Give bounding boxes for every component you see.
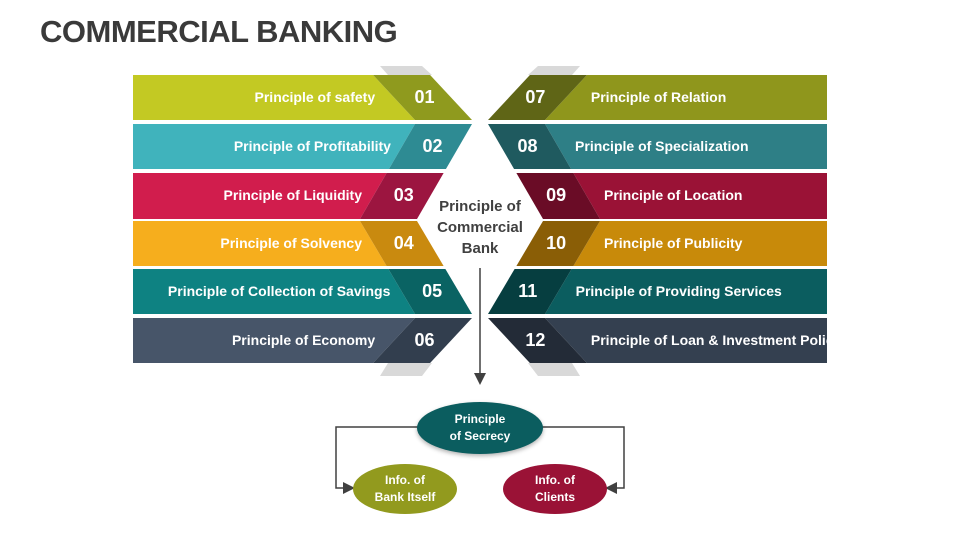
principle-label: Principle of Liquidity <box>223 187 362 203</box>
chevron-shadow-top <box>380 66 432 75</box>
principle-number: 07 <box>525 87 546 107</box>
principle-number: 04 <box>393 233 414 253</box>
principle-label: Principle of Relation <box>590 89 727 105</box>
number-block-left-1 <box>373 75 472 120</box>
chevron-shadow-bottom <box>528 363 580 376</box>
band-left-3 <box>133 173 387 219</box>
principle-number: 09 <box>546 185 567 205</box>
principle-number: 06 <box>414 330 435 350</box>
principle-number: 03 <box>393 185 414 205</box>
band-left-5 <box>133 269 415 314</box>
connector-left <box>335 426 420 494</box>
node-text: Info. of <box>385 473 425 487</box>
principle-label: Principle of Collection of Savings <box>167 283 391 299</box>
band-left-6 <box>133 318 415 363</box>
number-block-right-5 <box>488 269 572 314</box>
band-right-2 <box>545 124 827 169</box>
center-line: Commercial <box>437 219 523 236</box>
secrecy-node: Principle of Secrecy <box>417 402 543 454</box>
node-text: Bank Itself <box>374 490 436 504</box>
number-block-left-4 <box>360 221 444 266</box>
band-left-2 <box>133 124 415 169</box>
band-right-1 <box>545 75 827 120</box>
number-block-right-6 <box>488 318 587 363</box>
connector-right <box>540 426 625 494</box>
center-label: Principle of Commercial Bank <box>425 196 535 259</box>
number-block-right-3 <box>516 173 600 219</box>
principle-label: Principle of Economy <box>231 332 376 348</box>
principle-label: Principle of Solvency <box>220 235 362 251</box>
number-block-left-5 <box>388 269 472 314</box>
principle-number: 12 <box>525 330 546 350</box>
node-text: of Secrecy <box>449 429 511 443</box>
principle-label: Principle of safety <box>254 89 376 105</box>
number-block-left-6 <box>373 318 472 363</box>
number-block-left-2 <box>388 124 472 169</box>
principle-number: 08 <box>517 136 538 156</box>
center-line: Bank <box>461 240 499 257</box>
band-left-4 <box>133 221 387 266</box>
number-block-right-1 <box>488 75 587 120</box>
principle-label: Principle of Location <box>604 187 743 203</box>
clients-node: Info. of Clients <box>503 464 607 514</box>
node-text: Info. of <box>535 473 575 487</box>
node-text: Clients <box>534 490 575 504</box>
principle-label: Principle of Providing Services <box>575 283 782 299</box>
principle-number: 05 <box>422 281 443 301</box>
principle-label: Principle of Publicity <box>604 235 743 251</box>
principle-number: 10 <box>546 233 567 253</box>
center-line: Principle of <box>439 198 521 215</box>
number-block-right-4 <box>516 221 600 266</box>
principle-label: Principle of Loan & Investment Policies <box>590 332 854 348</box>
band-right-5 <box>545 269 827 314</box>
page-title: COMMERCIAL BANKING <box>40 14 398 49</box>
band-right-3 <box>573 173 827 219</box>
bank-itself-node: Info. of Bank Itself <box>353 464 457 514</box>
node-text: Principle <box>454 412 506 426</box>
principle-number: 01 <box>414 87 435 107</box>
principle-label: Principle of Specialization <box>575 138 749 154</box>
band-left-1 <box>133 75 415 120</box>
chevron-shadow-top <box>528 66 580 75</box>
principle-label: Principle of Profitability <box>233 138 391 154</box>
principle-number: 11 <box>518 281 538 301</box>
chevron-shadow-bottom <box>380 363 432 376</box>
number-block-right-2 <box>488 124 572 169</box>
band-right-4 <box>573 221 827 266</box>
principle-number: 02 <box>422 136 443 156</box>
band-right-6 <box>545 318 827 363</box>
number-block-left-3 <box>360 173 444 219</box>
